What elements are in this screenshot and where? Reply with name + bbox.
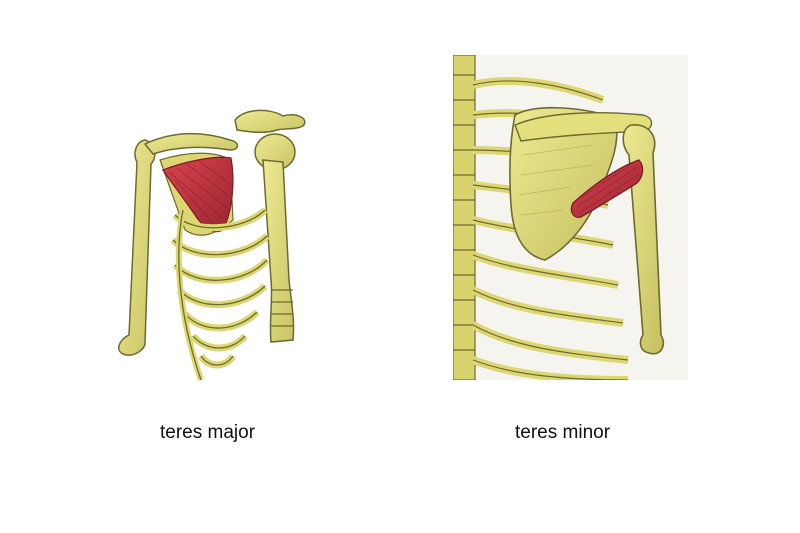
- ribcage-anterior-drawing: [118, 109, 306, 381]
- spinal-column: [262, 159, 295, 343]
- scapula-bone: [509, 106, 618, 261]
- rib-cage: [170, 207, 270, 381]
- cervical-vertebrae: [234, 109, 306, 134]
- teres-major-illustration: [105, 100, 320, 395]
- scapular-spine: [514, 112, 653, 142]
- clavicle-bone: [143, 133, 239, 155]
- teres-minor-illustration: [453, 55, 688, 380]
- vertebral-column: [453, 55, 476, 380]
- humerus-bone: [118, 139, 156, 356]
- teres-major-caption: teres major: [160, 422, 256, 443]
- scapula-posterior-drawing: [453, 55, 665, 380]
- humerus-bone: [622, 124, 665, 355]
- teres-minor-caption: teres minor: [515, 422, 611, 443]
- teres-minor-muscle: [570, 159, 644, 218]
